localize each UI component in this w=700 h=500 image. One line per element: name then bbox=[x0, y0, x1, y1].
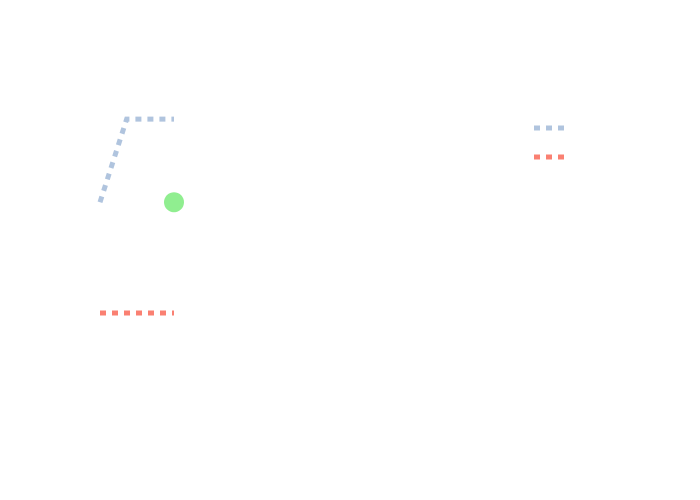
data-point-1 bbox=[164, 192, 184, 213]
series-layer bbox=[97, 116, 174, 316]
series-line-1 bbox=[97, 116, 174, 204]
marker-layer bbox=[164, 192, 184, 213]
legend bbox=[534, 125, 566, 160]
